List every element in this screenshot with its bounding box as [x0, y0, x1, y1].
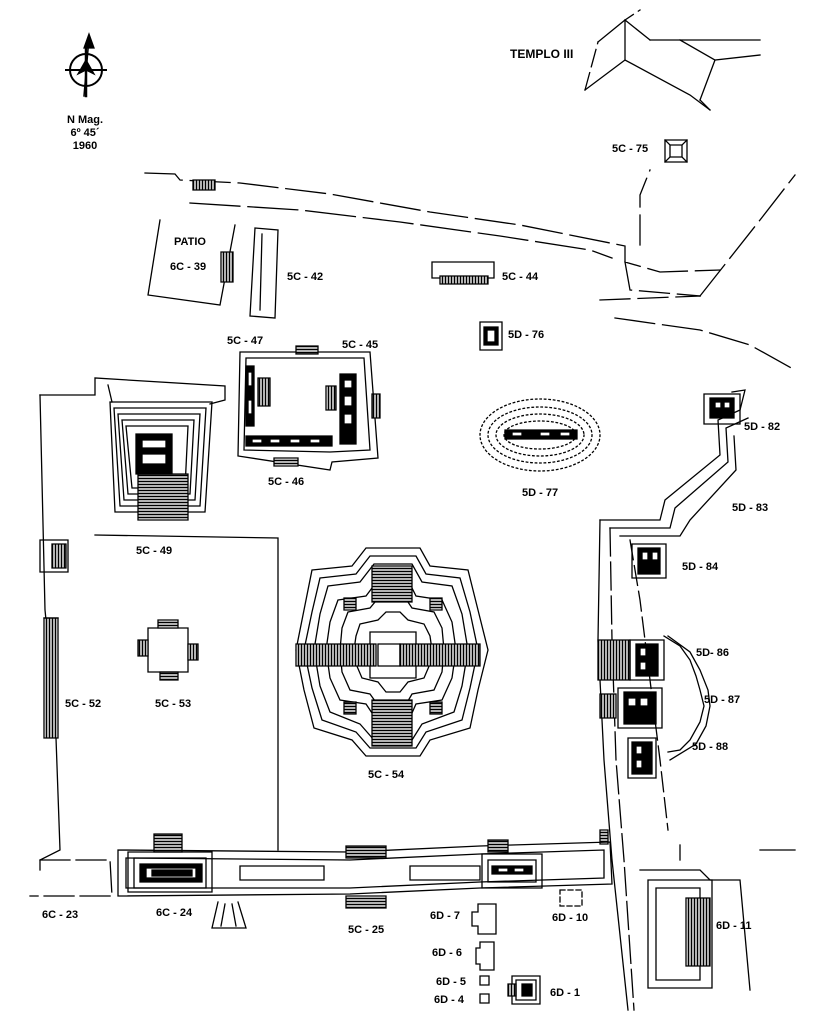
label-5c-46: 5C - 46 — [268, 476, 305, 488]
label-6c-39: 6C - 39 — [170, 261, 207, 273]
label-5c-45: 5C - 45 — [342, 339, 379, 351]
north-arrow-icon — [66, 34, 106, 96]
label-5c-53: 5C - 53 — [155, 698, 192, 710]
label-6d-6: 6D - 6 — [432, 947, 462, 959]
label-5d-77: 5D - 77 — [522, 487, 559, 499]
structure-6d-10 — [560, 890, 582, 906]
label-6d-1: 6D - 1 — [550, 987, 580, 999]
label-6d-4: 6D - 4 — [434, 994, 464, 1006]
label-5d-88: 5D - 88 — [692, 741, 729, 753]
label-5d-82: 5D - 82 — [744, 421, 781, 433]
structure-5c-44 — [432, 262, 494, 284]
label-5c-25: 5C - 25 — [348, 924, 385, 936]
label-5c-49: 5C - 49 — [136, 545, 173, 557]
label-6c-24: 6C - 24 — [156, 907, 193, 919]
label-5d-76: 5D - 76 — [508, 329, 545, 341]
label-5d-84: 5D - 84 — [682, 561, 719, 573]
label-6d-11: 6D - 11 — [716, 920, 752, 932]
structure-5d-77-core — [505, 430, 577, 439]
structure-6d-6 — [476, 942, 494, 970]
causeway-edges — [145, 170, 795, 370]
structure-5c-45-46-47 — [238, 346, 380, 470]
structure-5c-54 — [296, 548, 488, 756]
label-5d-83: 5D - 83 — [732, 502, 769, 514]
label-templo-iii: TEMPLO III — [510, 47, 574, 61]
structure-5c-75 — [665, 140, 687, 162]
structure-6d-4 — [480, 994, 489, 1003]
label-5c-47: 5C - 47 — [227, 335, 264, 347]
label-5d-87: 5D - 87 — [704, 694, 741, 706]
label-6d-10: 6D - 10 — [552, 912, 589, 924]
label-6c-23: 6C - 23 — [42, 909, 79, 921]
structure-5c-53 — [138, 620, 198, 680]
structure-6d-1 — [508, 976, 540, 1004]
compass-line1: N Mag. — [66, 114, 104, 126]
label-6d-5: 6D - 5 — [436, 976, 466, 988]
structure-6d-7 — [472, 904, 496, 934]
plaza-outline — [40, 395, 278, 870]
structure-6d-11 — [640, 845, 795, 990]
compass-line3: 1960 — [72, 140, 98, 152]
structure-6c-39 — [148, 220, 235, 305]
compass-line2: 6º 45´ — [70, 127, 100, 139]
east-acropolis — [598, 390, 748, 1010]
compass-label: N Mag. 6º 45´ 1960 — [45, 114, 125, 153]
label-5c-54: 5C - 54 — [368, 769, 405, 781]
structure-5d-76 — [480, 322, 502, 350]
label-5c-52: 5C - 52 — [65, 698, 102, 710]
label-5d-86: 5D- 86 — [696, 647, 730, 659]
structure-5c-49 — [40, 378, 225, 520]
label-5c-75: 5C - 75 — [612, 143, 649, 155]
label-5c-42: 5C - 42 — [287, 271, 324, 283]
label-6d-7: 6D - 7 — [430, 910, 460, 922]
templo-iii-structure — [585, 10, 760, 110]
label-patio: PATIO — [174, 236, 206, 248]
label-5c-44: 5C - 44 — [502, 271, 539, 283]
structure-6d-5 — [480, 976, 489, 985]
structure-5c-42 — [250, 228, 278, 318]
south-causeway — [30, 834, 612, 928]
